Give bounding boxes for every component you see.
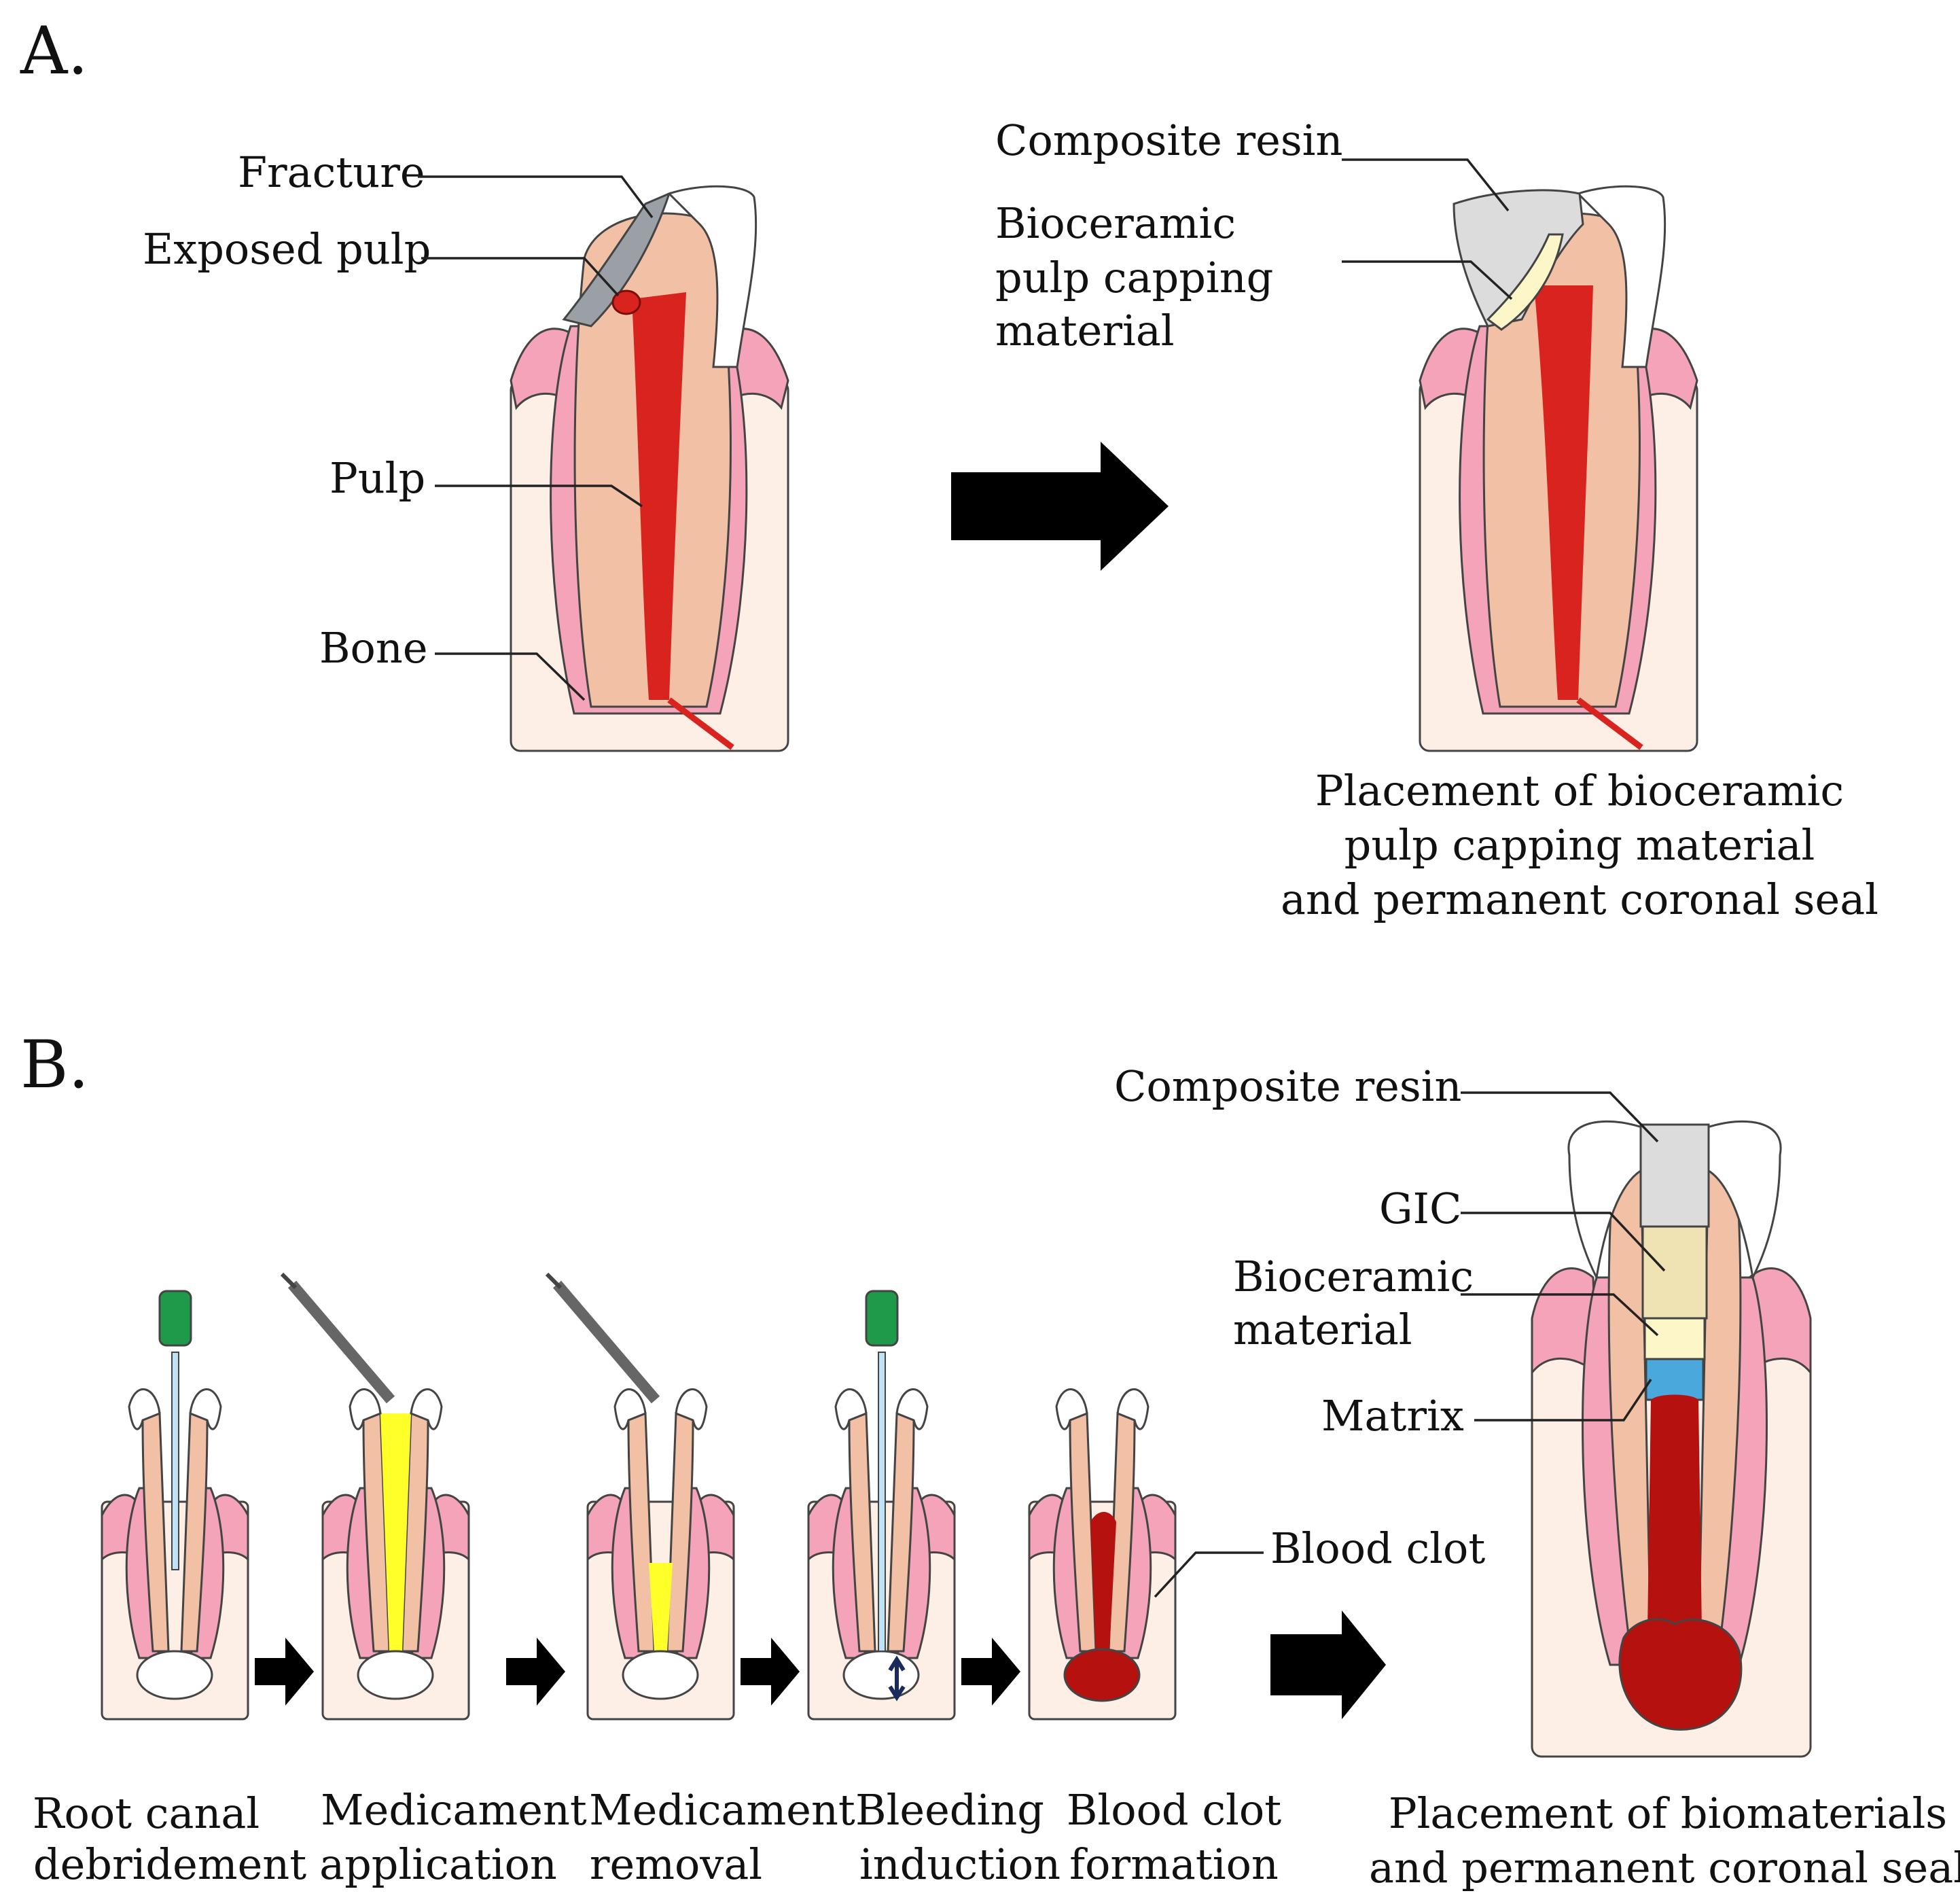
step-3-line1: Medicament [589,1785,855,1835]
step-5-line2: formation [1069,1839,1279,1889]
step-medicament-application [280,1272,470,1721]
caption-b-2: and permanent coronal seal [1369,1843,1960,1892]
step-3-line2: removal [590,1839,762,1889]
step-arrow-4 [961,1638,1020,1706]
procedure-steps [101,1272,1177,1721]
step-2-line1: Medicament [321,1785,587,1835]
step-arrow-2 [506,1638,565,1706]
label-bioceramic-a-1: Bioceramic [995,198,1236,248]
step-4-line2: induction [859,1839,1061,1889]
label-bioceramic-a-2: pulp capping [995,253,1273,302]
step-blood-clot-formation [1028,1388,1177,1721]
step-arrow-1 [255,1638,314,1706]
panel-a-tag: A. [20,13,88,89]
label-pulp: Pulp [329,453,425,503]
step-4-line1: Bleeding [855,1785,1044,1835]
caption-b-1: Placement of biomaterials [1389,1788,1947,1838]
step-bleeding-induction [807,1290,956,1721]
step-arrow-3 [741,1638,800,1706]
label-composite-resin-a: Composite resin [995,116,1342,165]
panel-b-tag: B. [20,1027,89,1103]
caption-a-2: pulp capping material [1344,820,1815,870]
label-fracture: Fracture [238,147,425,197]
label-bone: Bone [319,623,428,673]
step-medicament-removal [545,1272,735,1721]
label-matrix: Matrix [1321,1391,1464,1441]
label-blood-clot: Blood clot [1270,1523,1485,1573]
step-2-line2: application [319,1839,557,1889]
label-exposed-pulp: Exposed pulp [143,224,431,274]
arrow-a [951,442,1169,571]
label-gic: GIC [1379,1184,1461,1233]
arrow-b [1270,1610,1386,1719]
caption-a-3: and permanent coronal seal [1281,875,1878,924]
tooth-fractured [510,185,789,752]
tooth-final-restored [1531,1120,1812,1758]
label-composite-resin-b: Composite resin [1114,1061,1461,1111]
label-bioceramic-b-1: Bioceramic [1233,1252,1474,1301]
step-5-line1: Blood clot [1067,1785,1281,1835]
tooth-restored [1419,185,1698,752]
step-1-line1: Root canal [33,1788,260,1838]
step-1-line2: debridement [33,1839,306,1889]
step-root-canal-debridement [101,1290,249,1721]
label-bioceramic-b-2: material [1233,1305,1412,1354]
label-bioceramic-a-3: material [995,306,1175,355]
caption-a-1: Placement of bioceramic [1315,766,1844,815]
step-arrows [255,1638,1020,1706]
